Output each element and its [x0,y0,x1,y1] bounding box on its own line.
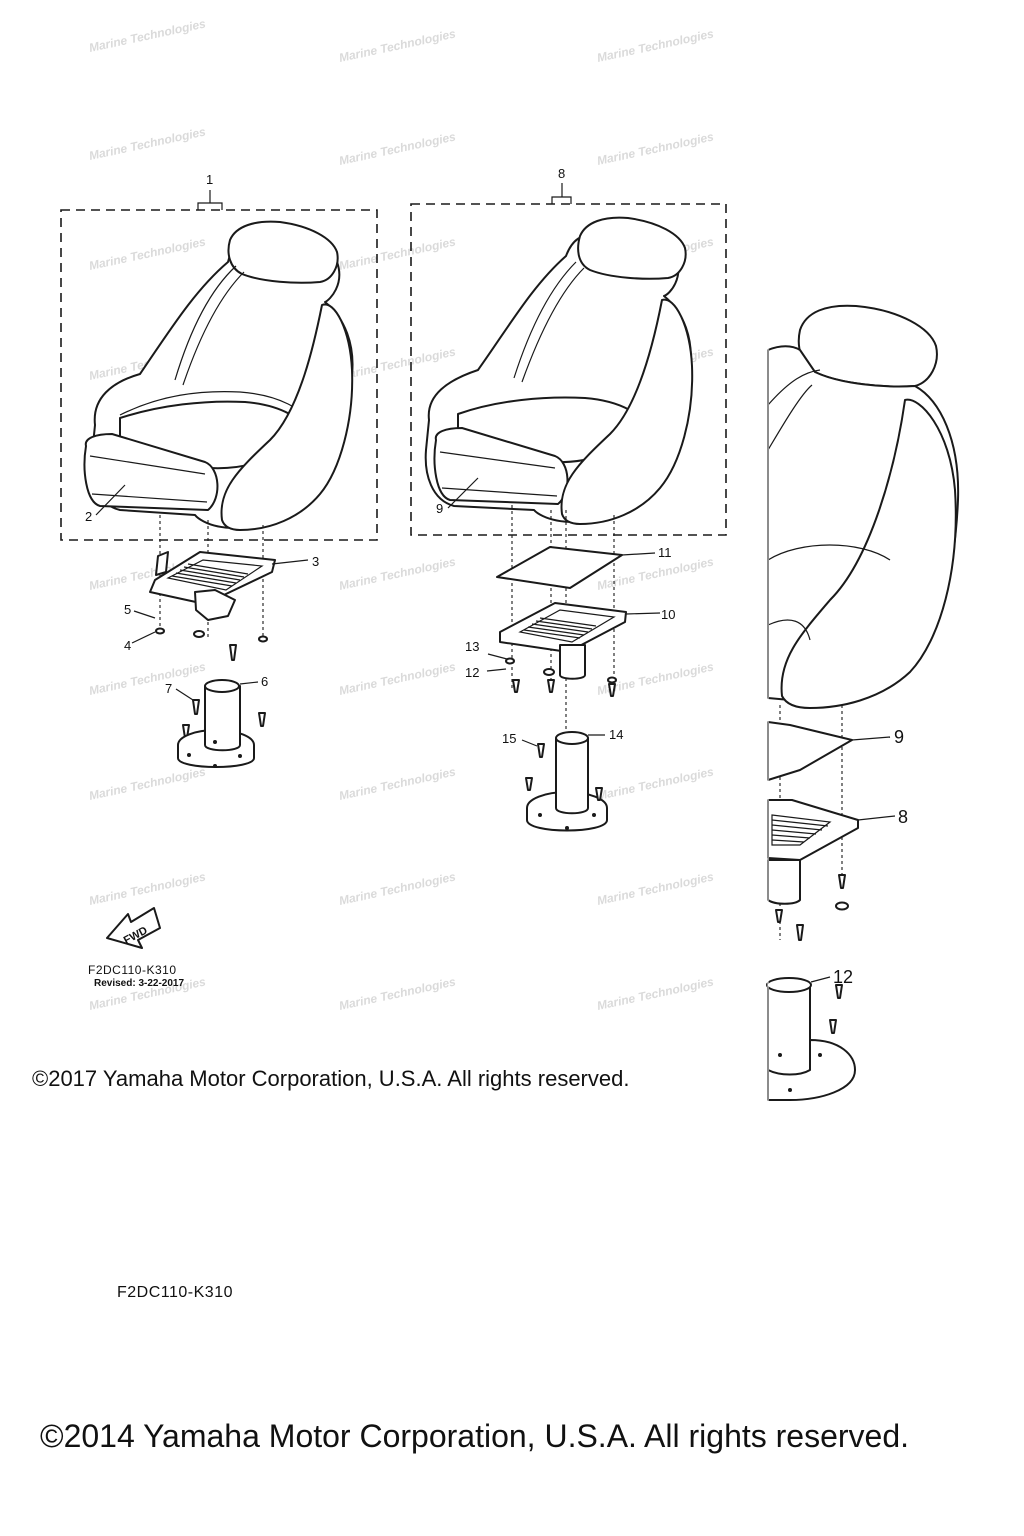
right-partial-seat-assembly: 9 8 12 [766,304,960,1110]
svg-text:Marine Technologies: Marine Technologies [88,124,208,162]
callout-12: 12 [465,665,479,680]
fwd-arrow-icon: FWD [106,907,161,949]
callout-1: 1 [206,172,213,187]
callout-12: 12 [833,967,853,987]
callout-8: 8 [558,166,565,181]
svg-text:Marine Technologies: Marine Technologies [338,554,458,592]
svg-text:Marine Technologies: Marine Technologies [88,764,208,802]
svg-text:Marine Technologies: Marine Technologies [596,129,716,167]
svg-text:Marine Technologies: Marine Technologies [338,764,458,802]
callout-10: 10 [661,607,675,622]
callout-14: 14 [609,727,623,742]
middle-seat-assembly: 8 9 10 11 12 13 14 15 [410,166,727,832]
callout-8: 8 [898,807,908,827]
headrest [227,220,339,284]
side-arm [560,298,694,525]
callout-7: 7 [165,681,172,696]
svg-text:Marine Technologies: Marine Technologies [338,129,458,167]
revision-date: Revised: 3-22-2017 [94,978,185,989]
callout-9: 9 [436,501,443,516]
drawing-code-inner: F2DC110-K310 [88,963,177,977]
svg-text:Marine Technologies: Marine Technologies [338,26,458,64]
swivel-plate-10 [499,602,627,653]
callout-15: 15 [502,731,516,746]
callout-5: 5 [124,602,131,617]
svg-text:Marine Technologies: Marine Technologies [338,869,458,907]
svg-text:Marine Technologies: Marine Technologies [88,869,208,907]
svg-text:Marine Technologies: Marine Technologies [88,234,208,272]
pedestal-post-12 [767,984,811,1076]
svg-text:Marine Technologies: Marine Technologies [596,974,716,1012]
svg-text:Marine Technologies: Marine Technologies [88,16,208,54]
svg-text:Marine Technologies: Marine Technologies [596,764,716,802]
pedestal-post-6 [204,685,241,752]
callout-3: 3 [312,554,319,569]
copyright-outer: ©2014 Yamaha Motor Corporation, U.S.A. A… [40,1418,910,1454]
svg-text:Marine Technologies: Marine Technologies [596,869,716,907]
drawing-code-outer: F2DC110-K310 [117,1284,233,1301]
side-arm [220,303,354,531]
callout-2: 2 [85,509,92,524]
callout-11: 11 [658,545,672,560]
assembly-boundary-8 [410,203,727,536]
gasket-plate-9 [767,721,853,781]
copyright-inner: ©2017 Yamaha Motor Corporation, U.S.A. A… [32,1066,630,1091]
svg-text:Marine Technologies: Marine Technologies [338,344,458,382]
svg-text:Marine Technologies: Marine Technologies [338,659,458,697]
callout-13: 13 [465,639,479,654]
callout-6: 6 [261,674,268,689]
pedestal-post-14 [555,737,589,815]
left-seat-assembly: 1 2 3 4 5 6 7 [60,172,378,768]
svg-text:Marine Technologies: Marine Technologies [338,234,458,272]
svg-text:Marine Technologies: Marine Technologies [338,974,458,1012]
swivel-plate-8 [767,799,859,861]
side-arm [780,398,957,709]
callout-9: 9 [894,727,904,747]
callout-4: 4 [124,638,131,653]
svg-text:Marine Technologies: Marine Technologies [88,659,208,697]
headrest [577,216,687,280]
assembly-boundary-1 [60,209,378,541]
swivel-plate-3 [149,551,276,605]
svg-text:Marine Technologies: Marine Technologies [596,26,716,64]
front-bolster-2 [83,433,219,511]
